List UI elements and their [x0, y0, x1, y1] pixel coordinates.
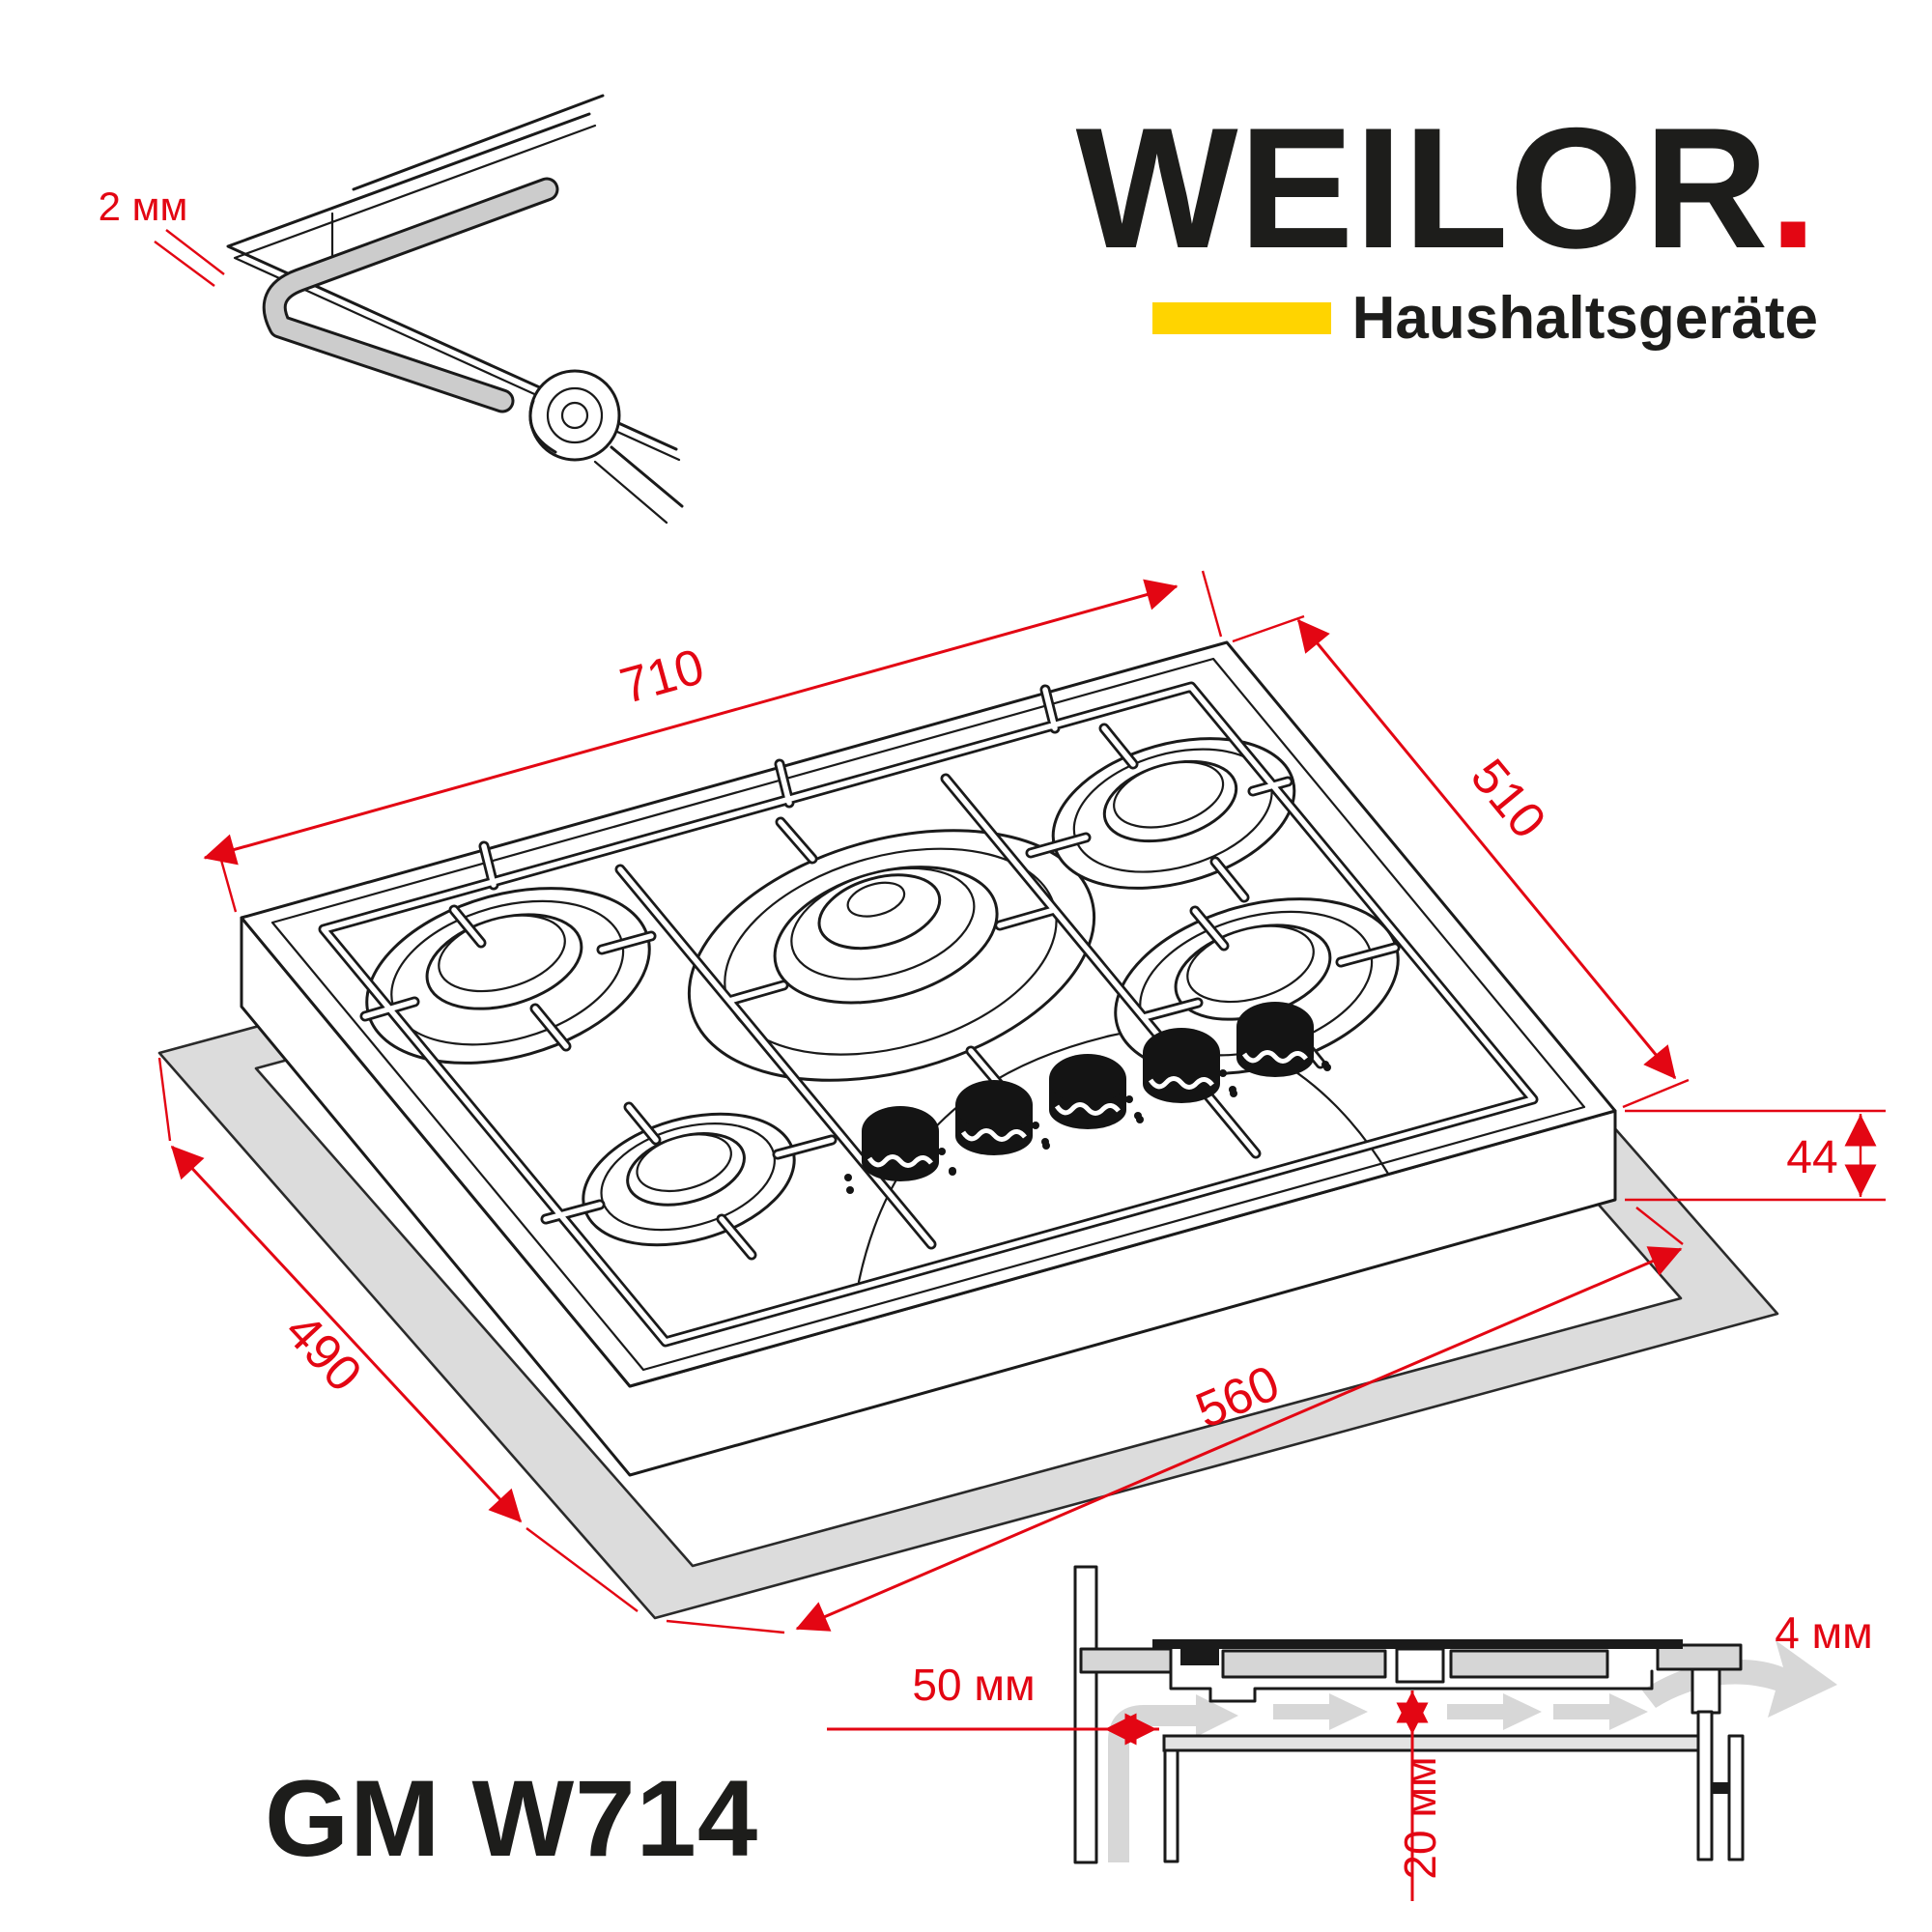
dimension-710-label: 710 [614, 639, 710, 715]
burner-back-left [365, 887, 651, 1065]
dimension-2mm: 2 мм [99, 184, 225, 287]
dimension-490-label: 490 [274, 1303, 373, 1403]
hob-tray-profile [1169, 1669, 1654, 1703]
gasket-detail-drawing: 2 мм [99, 94, 684, 525]
hinge [1712, 1782, 1729, 1794]
dimension-4mm-label: 4 мм [1775, 1607, 1873, 1658]
dimension-2mm-label: 2 мм [99, 184, 188, 229]
exit-air-arrow [1642, 1640, 1837, 1718]
brand-tagline: Haushaltsgeräte [1351, 285, 1818, 352]
cabinet-right-side [1696, 1710, 1714, 1861]
brand-wordmark: WEILOR [1075, 92, 1770, 284]
burner-housing [1221, 1649, 1387, 1679]
hob-left-lip [1079, 1647, 1173, 1674]
brand-red-dot: . [1769, 92, 1818, 284]
installation-section-drawing: 50 мм 20 мм 4 мм [827, 1565, 1873, 1901]
brand-yellow-bar [1151, 302, 1331, 334]
cabinet-shelf [1162, 1734, 1700, 1752]
dimension-560: 560 [666, 1207, 1684, 1634]
wall-panel [1073, 1565, 1098, 1864]
cabinet [1162, 1710, 1745, 1863]
brand-tagline-row: Haushaltsgeräte [1076, 284, 1818, 353]
panel-far-edge [352, 94, 605, 191]
gasket-strip [265, 180, 556, 411]
dimension-44: 44 [1625, 1109, 1886, 1202]
burner-front-left [582, 1112, 796, 1247]
dimension-44-label: 44 [1786, 1132, 1837, 1183]
cabinet-door-panel [1727, 1734, 1745, 1861]
brand-wordmark-row: WEILOR. [1076, 102, 1818, 274]
brand-logo: WEILOR. Haushaltsgeräte [1076, 102, 1818, 353]
hob-cross-section [1079, 1639, 1743, 1715]
gasket-tape-roll [528, 369, 621, 462]
dimension-50mm-label: 50 мм [912, 1660, 1035, 1710]
dimension-50mm: 50 мм [827, 1660, 1159, 1746]
burner-housing [1449, 1649, 1609, 1679]
hob-isometric-drawing: 710 510 44 490 [157, 570, 1886, 1634]
dimension-20mm: 20 мм [1395, 1690, 1445, 1901]
panel-corner-edge [226, 112, 678, 451]
cabinet-left-side [1163, 1748, 1179, 1863]
fixing-bracket [1690, 1667, 1721, 1715]
model-name: GM W714 [265, 1758, 759, 1879]
burner-center-wok [687, 829, 1096, 1082]
dimension-20mm-label: 20 мм [1395, 1756, 1445, 1879]
hob-top-panel [1152, 1639, 1683, 1649]
